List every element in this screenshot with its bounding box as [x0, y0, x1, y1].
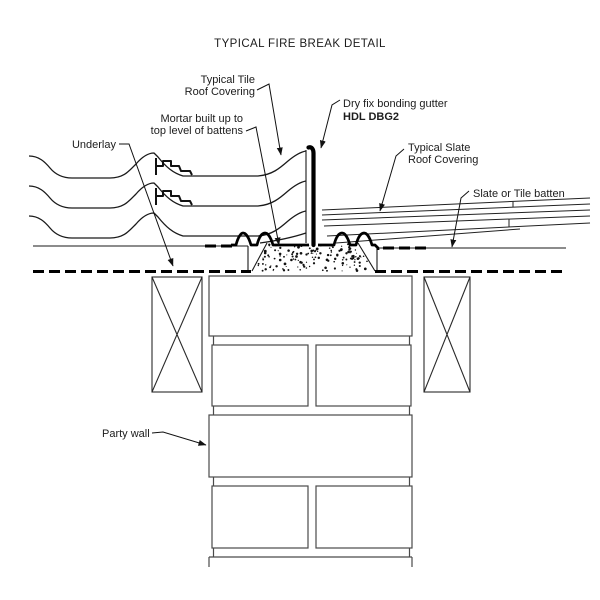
brick — [208, 275, 413, 337]
bonding-gutter — [231, 145, 380, 250]
leader-underlay — [119, 143, 174, 267]
diagram-title: TYPICAL FIRE BREAK DETAIL — [214, 38, 386, 50]
left-timber-section — [151, 276, 203, 393]
bonding-gutter-corrugation-left — [231, 231, 309, 247]
label-mortar-line1: Mortar built up to — [160, 113, 243, 125]
label-mortar-line2: top level of battens — [151, 125, 244, 137]
bonding-gutter-upstand — [306, 145, 316, 248]
mortar-fillet — [251, 242, 376, 272]
tile-roof-profile — [28, 150, 307, 244]
annotation-labels: Typical Tile Roof Covering Mortar built … — [72, 74, 565, 440]
tile-row — [28, 210, 307, 239]
label-underlay: Underlay — [72, 139, 117, 151]
label-tile-roof-line2: Roof Covering — [185, 86, 255, 98]
tile-interlock-clip — [155, 158, 193, 176]
leader-batten — [450, 190, 470, 248]
tile-row — [28, 150, 307, 179]
right-batten-outline — [376, 247, 566, 271]
slate-line — [321, 209, 591, 221]
label-bonding-gutter-line1: Dry fix bonding gutter — [343, 98, 448, 110]
slate-line — [335, 228, 521, 244]
brick — [208, 414, 413, 478]
slate-joint-step — [508, 201, 514, 227]
slate-line — [326, 222, 591, 237]
mortar-sides — [251, 242, 376, 272]
label-slate-roof-line1: Typical Slate — [408, 142, 470, 154]
brick — [211, 344, 309, 407]
leader-party-wall — [151, 431, 207, 446]
timber-box — [423, 276, 471, 393]
leader-mortar — [245, 126, 281, 246]
slate-line — [321, 197, 591, 211]
leader-bonding-gutter — [319, 99, 341, 149]
tile-verge-curve — [259, 232, 307, 244]
slate-layers — [321, 197, 591, 244]
leader-tile-roof — [256, 83, 283, 156]
bonding-gutter-corrugation-right — [318, 231, 380, 250]
tile-row — [28, 180, 307, 209]
slate-line — [321, 203, 591, 216]
label-party-wall: Party wall — [102, 428, 150, 440]
brick — [211, 485, 309, 549]
label-tile-roof-line1: Typical Tile — [201, 74, 255, 86]
timber-cross — [423, 276, 471, 393]
batten-structure — [33, 244, 566, 273]
mortar-stipple — [257, 243, 368, 272]
label-bonding-gutter-line2: HDL DBG2 — [343, 111, 399, 123]
brick — [315, 344, 412, 407]
left-batten-outline — [33, 245, 249, 271]
brick — [315, 485, 413, 549]
brick-joint-lines — [212, 336, 411, 557]
right-timber-section — [423, 276, 471, 393]
leader-slate-roof — [379, 148, 405, 212]
label-batten: Slate or Tile batten — [473, 188, 565, 200]
brick-partial-course — [208, 556, 413, 567]
label-slate-roof-line2: Roof Covering — [408, 154, 478, 166]
party-wall-brickwork — [208, 275, 413, 567]
tile-interlock-clip — [155, 188, 193, 206]
timber-cross — [151, 276, 203, 393]
leader-lines — [119, 83, 470, 446]
timber-box — [151, 276, 203, 393]
